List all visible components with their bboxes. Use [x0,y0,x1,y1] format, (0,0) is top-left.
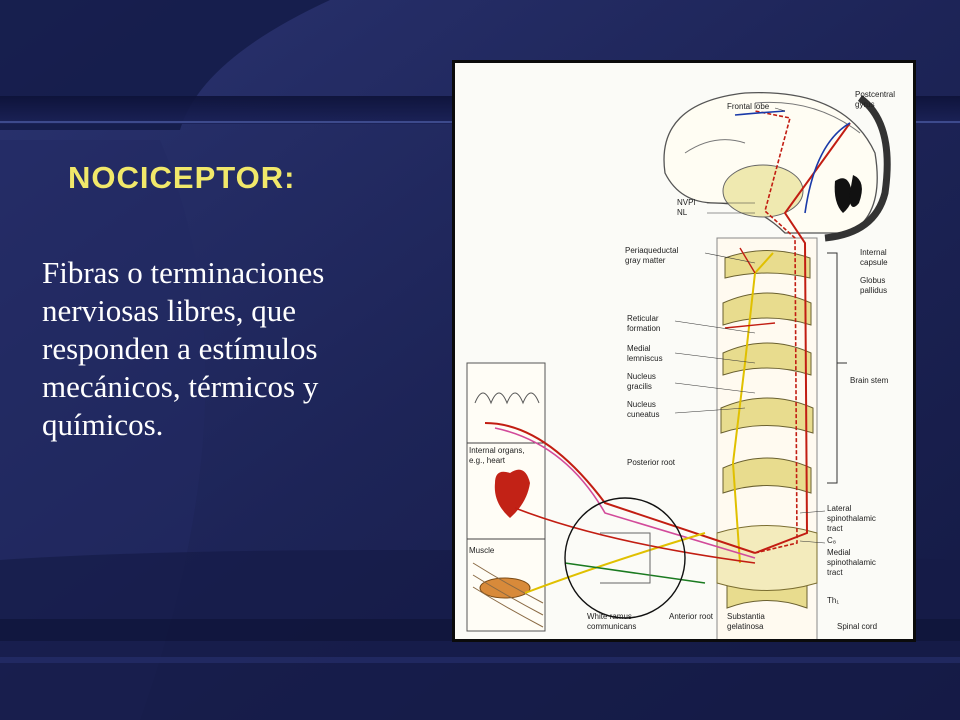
globus-pallidus-shape [834,178,852,213]
slide-title: NOCICEPTOR: [68,160,296,195]
label-substantia-gelatinosa-2: gelatinosa [727,622,764,631]
body-line: mecánicos, térmicos y [42,369,319,404]
label-nucleus-gracilis-2: gracilis [627,382,652,391]
pain-pathway-figure: Frontal lobe Postcentral gyrus NVPl NL I… [452,60,916,642]
spinal-cord-section [716,525,818,591]
label-medial-spinothalamic-3: tract [827,568,843,577]
label-internal-organs: Internal organs, [469,446,525,455]
slide-body-text: Fibras o terminaciones nerviosas libres,… [42,254,402,444]
label-nvpl: NVPl [677,198,695,207]
thalamus [722,164,804,218]
label-white-ramus-2: communicans [587,622,636,631]
label-white-ramus: White ramus [587,612,632,621]
peripheral-nerve-pink [494,427,756,559]
label-nucleus-gracilis: Nucleus [627,372,656,381]
label-anterior-root: Anterior root [669,612,714,621]
yellow-pathway [731,252,774,564]
medial-spinothalamic-pathway [754,110,798,554]
label-medial-lemniscus: Medial [627,344,651,353]
label-globus-pallidus-2: pallidus [860,286,887,295]
label-muscle: Muscle [469,546,495,555]
label-c8: C₈ [827,536,836,545]
label-brain-stem: Brain stem [850,376,889,385]
lateral-spinothalamic-pathway [754,122,851,554]
body-line: nerviosas libres, que [42,293,296,328]
label-internal-capsule: Internal [860,248,887,257]
label-lateral-spinothalamic-3: tract [827,524,843,533]
label-reticular-formation: Reticular [627,314,659,323]
label-lateral-spinothalamic-2: spinothalamic [827,514,876,523]
body-line: Fibras o terminaciones [42,255,325,290]
label-nucleus-cuneatus: Nucleus [627,400,656,409]
blue-pathway [804,122,851,214]
label-nucleus-cuneatus-2: cuneatus [627,410,659,419]
heart-shape [494,469,530,518]
body-line: químicos. [42,407,164,442]
label-th1: Th₁ [827,596,839,605]
label-globus-pallidus: Globus [860,276,885,285]
label-reticular-formation-2: formation [627,324,660,333]
label-internal-capsule-2: capsule [860,258,888,267]
label-substantia-gelatinosa: Substantia [727,612,765,621]
label-nl: NL [677,208,688,217]
label-postcentral-gyrus-2: gyrus [855,100,875,109]
label-spinal-cord: Spinal cord [837,622,877,631]
label-lateral-spinothalamic: Lateral [827,504,852,513]
postcentral-gyrus [824,95,891,242]
pain-pathway-diagram: Frontal lobe Postcentral gyrus NVPl NL I… [466,90,895,639]
ganglion-detail-circle [564,497,686,619]
label-posterior-root: Posterior root [627,458,676,467]
label-internal-organs-2: e.g., heart [469,456,506,465]
label-periaqueductal: Periaqueductal [625,246,679,255]
label-periaqueductal-2: gray matter [625,256,666,265]
label-medial-lemniscus-2: lemniscus [627,354,663,363]
label-medial-spinothalamic: Medial [827,548,851,557]
muscle-shape [479,577,531,599]
brain-stem-brace [827,252,838,484]
peripheral-nerve-red [484,422,756,554]
label-medial-spinothalamic-2: spinothalamic [827,558,876,567]
label-postcentral-gyrus: Postcentral [855,90,895,99]
label-frontal-lobe: Frontal lobe [727,102,770,111]
body-line: responden a estímulos [42,331,318,366]
